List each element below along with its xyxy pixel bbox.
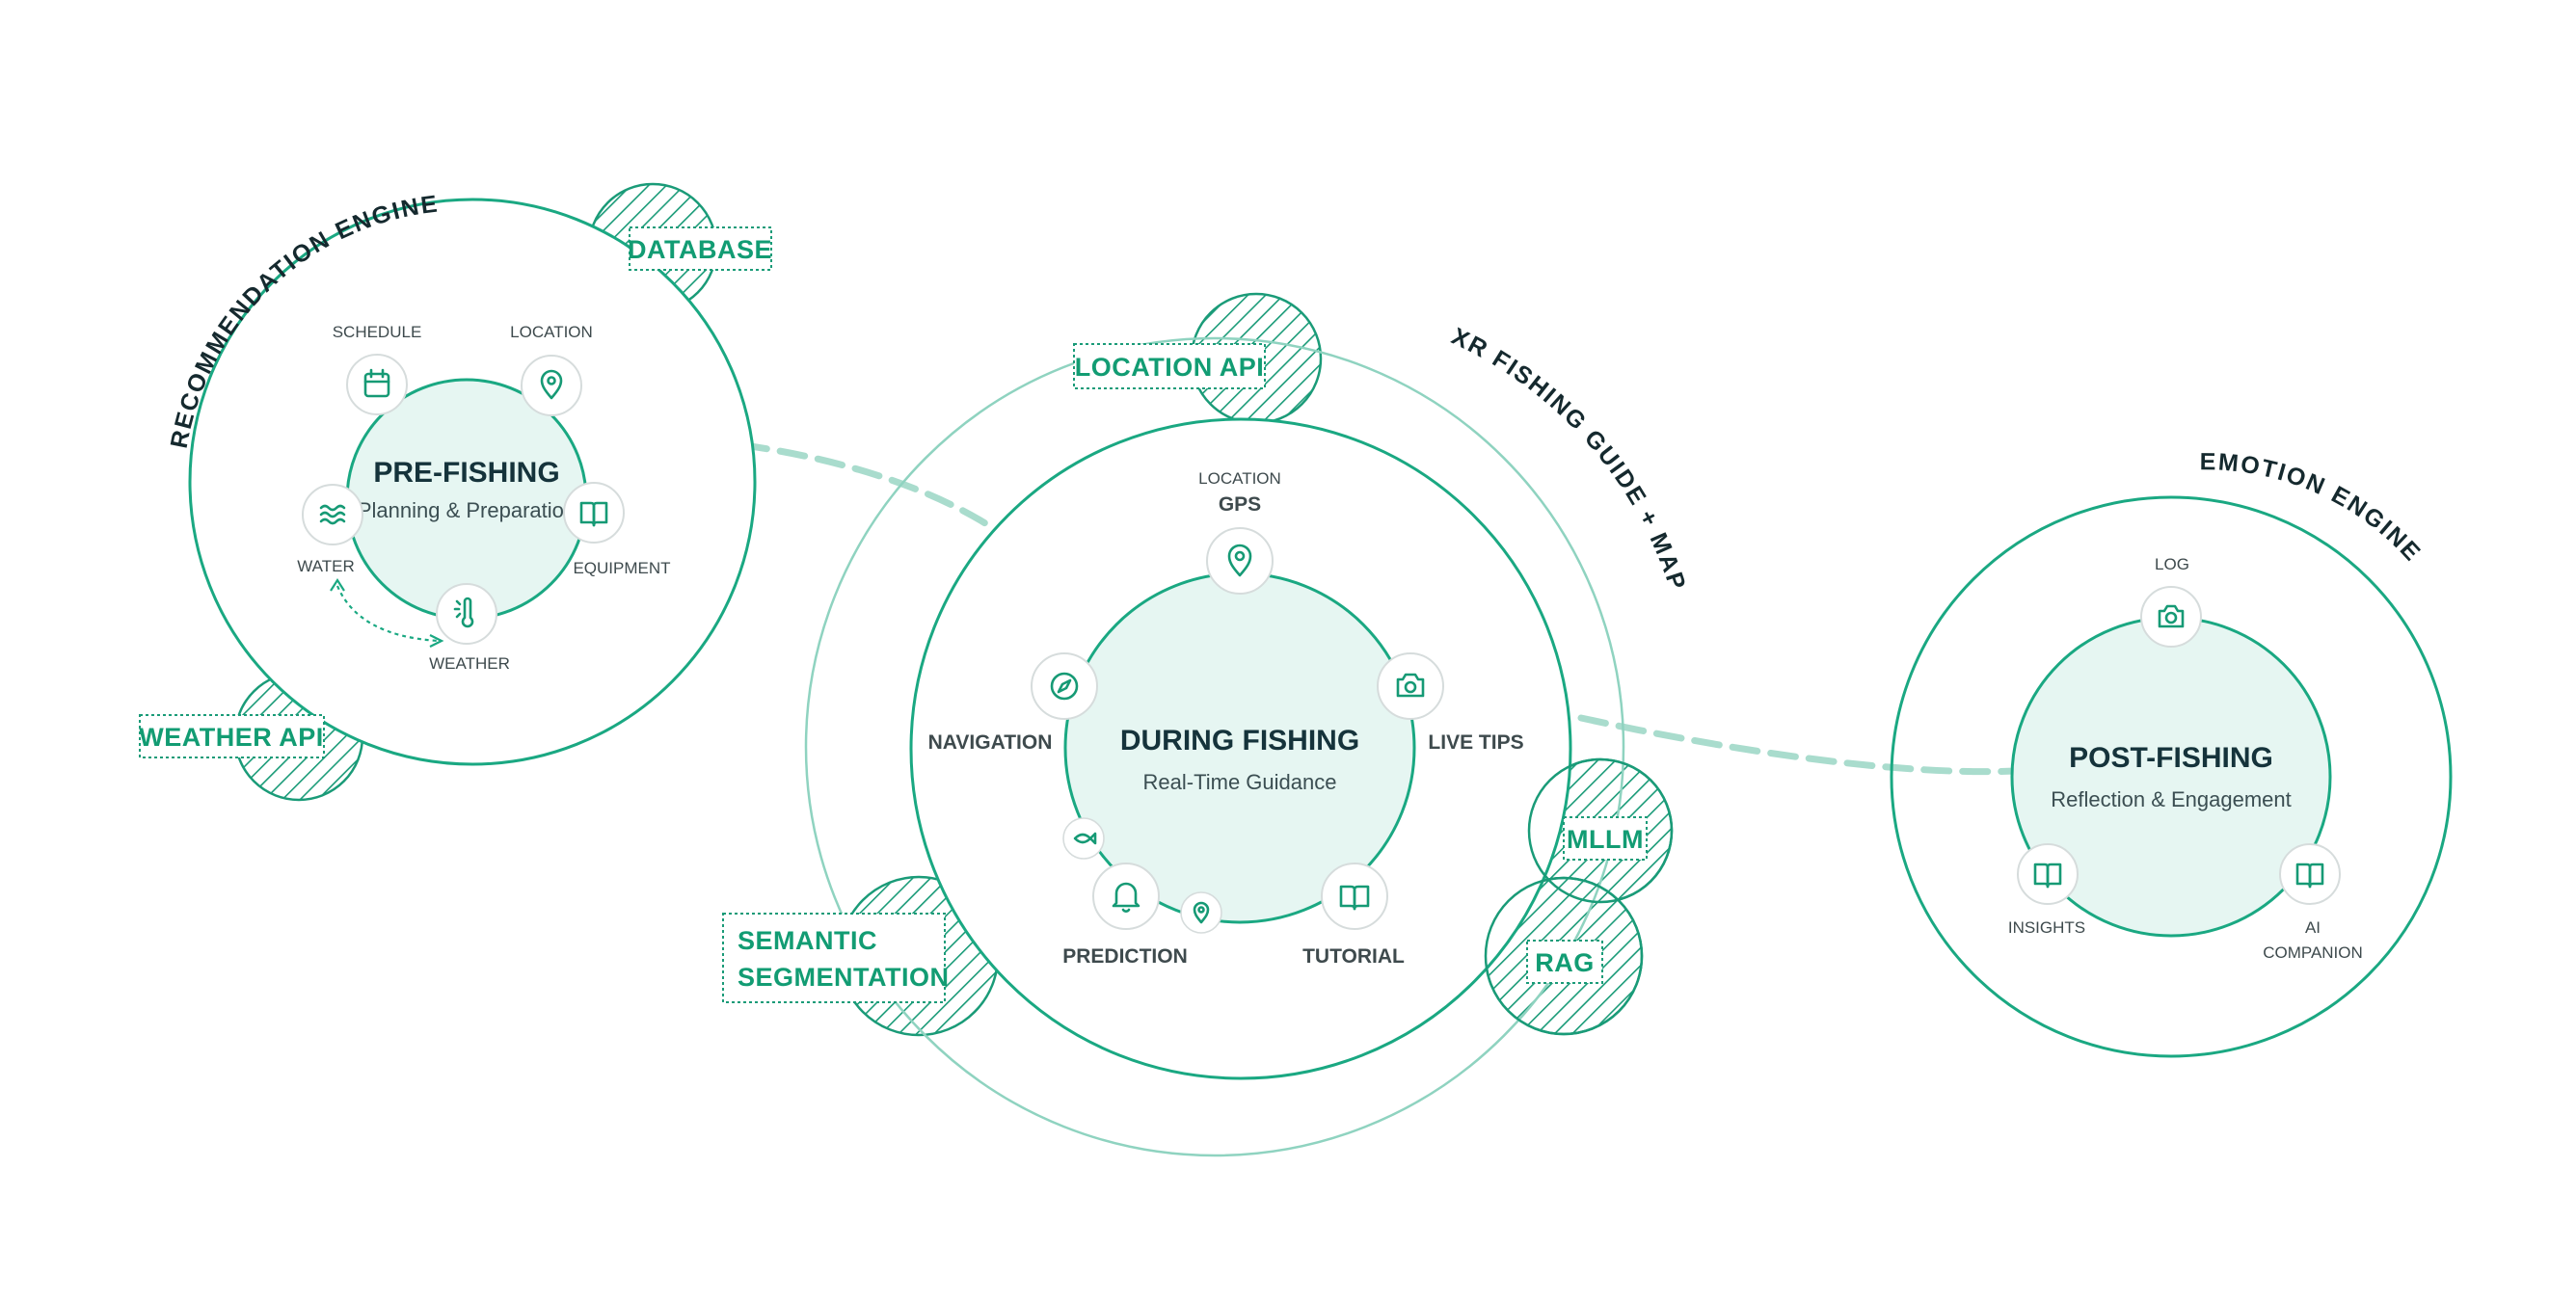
connector-pre-to-during xyxy=(584,432,997,532)
prediction-label: PREDICTION xyxy=(1062,945,1188,968)
gps-sub-label: LOCATION xyxy=(1198,469,1281,488)
location-node[interactable]: LOCATION xyxy=(510,323,593,416)
waves-icon xyxy=(319,504,346,525)
map-pin-icon xyxy=(1227,544,1252,577)
camera-icon xyxy=(1396,673,1425,698)
rag-ring-overlay xyxy=(1484,876,1644,1036)
database-tag: DATABASE xyxy=(628,226,772,271)
book-icon xyxy=(2033,863,2062,889)
xr-guide-outer-ring xyxy=(804,336,1625,1157)
insights-node[interactable]: INSIGHTS xyxy=(2008,843,2085,937)
emotion-engine-label: EMOTION ENGINE xyxy=(2200,448,2427,567)
insights-label: INSIGHTS xyxy=(2008,918,2085,937)
pre-fishing-subtitle: Planning & Preparation xyxy=(358,498,576,522)
post-fishing-title: POST-FISHING xyxy=(2069,742,2273,774)
svg-text:RAG: RAG xyxy=(1535,948,1595,977)
fish-icon xyxy=(1073,832,1097,845)
svg-text:WEATHER API: WEATHER API xyxy=(139,723,324,752)
during-fishing-title: DURING FISHING xyxy=(1120,725,1359,757)
post-fishing-group: EMOTION ENGINE POST-FISHING Reflection &… xyxy=(1890,448,2453,1058)
post-fishing-outer-ring xyxy=(1890,495,2453,1058)
ai-companion-label-line2: COMPANION xyxy=(2263,943,2363,962)
log-node[interactable]: LOG xyxy=(2140,555,2202,648)
bell-icon xyxy=(1112,882,1140,913)
svg-text:MLLM: MLLM xyxy=(1567,825,1644,854)
mllm-ring-overlay xyxy=(1527,757,1674,904)
ai-companion-node[interactable]: AI COMPANION xyxy=(2263,843,2363,962)
book-icon xyxy=(2295,863,2324,889)
prediction-node[interactable]: PREDICTION xyxy=(1062,863,1188,968)
semantic-segmentation-tag: SEMANTIC SEGMENTATION xyxy=(722,913,950,1003)
small-pin-node[interactable] xyxy=(1180,891,1222,934)
weather-label: WEATHER xyxy=(429,654,510,673)
book-icon xyxy=(1339,885,1370,911)
svg-text:DATABASE: DATABASE xyxy=(628,235,772,264)
svg-text:SEMANTIC: SEMANTIC xyxy=(738,926,877,955)
live-tips-node[interactable]: LIVE TIPS xyxy=(1377,652,1524,754)
schedule-node[interactable]: SCHEDULE xyxy=(333,323,422,415)
arrowhead-icon xyxy=(429,634,444,648)
navigation-node[interactable]: NAVIGATION xyxy=(928,652,1098,754)
compass-icon xyxy=(1050,672,1079,701)
camera-icon xyxy=(2158,604,2185,628)
ai-companion-label-line1: AI xyxy=(2305,918,2321,937)
book-icon xyxy=(579,501,608,527)
tutorial-label: TUTORIAL xyxy=(1302,945,1405,968)
during-fishing-group: XR FISHING GUIDE + MAP DURING FISHING Re… xyxy=(722,292,1689,1157)
pre-fishing-title: PRE-FISHING xyxy=(373,457,559,489)
equipment-node[interactable]: EQUIPMENT xyxy=(563,482,671,577)
schedule-label: SCHEDULE xyxy=(333,323,422,341)
location-api-tag: LOCATION API xyxy=(1073,343,1266,389)
thermometer-sun-icon xyxy=(453,597,474,628)
log-label: LOG xyxy=(2155,555,2189,573)
location-label: LOCATION xyxy=(510,323,593,341)
mllm-tag: MLLM xyxy=(1563,816,1648,861)
navigation-label: NAVIGATION xyxy=(928,731,1053,754)
post-fishing-subtitle: Reflection & Engagement xyxy=(2051,787,2292,811)
weather-api-tag: WEATHER API xyxy=(139,714,325,758)
map-pin-icon xyxy=(1193,901,1210,924)
map-pin-icon xyxy=(540,369,563,400)
svg-text:SEGMENTATION: SEGMENTATION xyxy=(738,963,950,992)
tutorial-node[interactable]: TUTORIAL xyxy=(1302,863,1405,968)
gps-node[interactable]: LOCATION GPS xyxy=(1198,469,1281,595)
rag-tag: RAG xyxy=(1526,940,1603,984)
weather-node[interactable]: WEATHER xyxy=(429,583,510,673)
gps-label: GPS xyxy=(1219,493,1261,516)
live-tips-label: LIVE TIPS xyxy=(1428,731,1523,754)
svg-text:LOCATION API: LOCATION API xyxy=(1075,353,1265,382)
water-node[interactable]: WATER xyxy=(297,484,363,575)
pre-fishing-group: RECOMMENDATION ENGINE PRE-FISHING Planni… xyxy=(139,182,772,802)
water-label: WATER xyxy=(297,557,355,575)
during-fishing-subtitle: Real-Time Guidance xyxy=(1143,770,1337,794)
connector-during-to-post xyxy=(1577,714,2019,776)
equipment-label: EQUIPMENT xyxy=(573,559,670,577)
fish-node[interactable] xyxy=(1062,817,1105,860)
arrowhead-icon xyxy=(330,577,345,592)
calendar-icon xyxy=(363,368,390,398)
